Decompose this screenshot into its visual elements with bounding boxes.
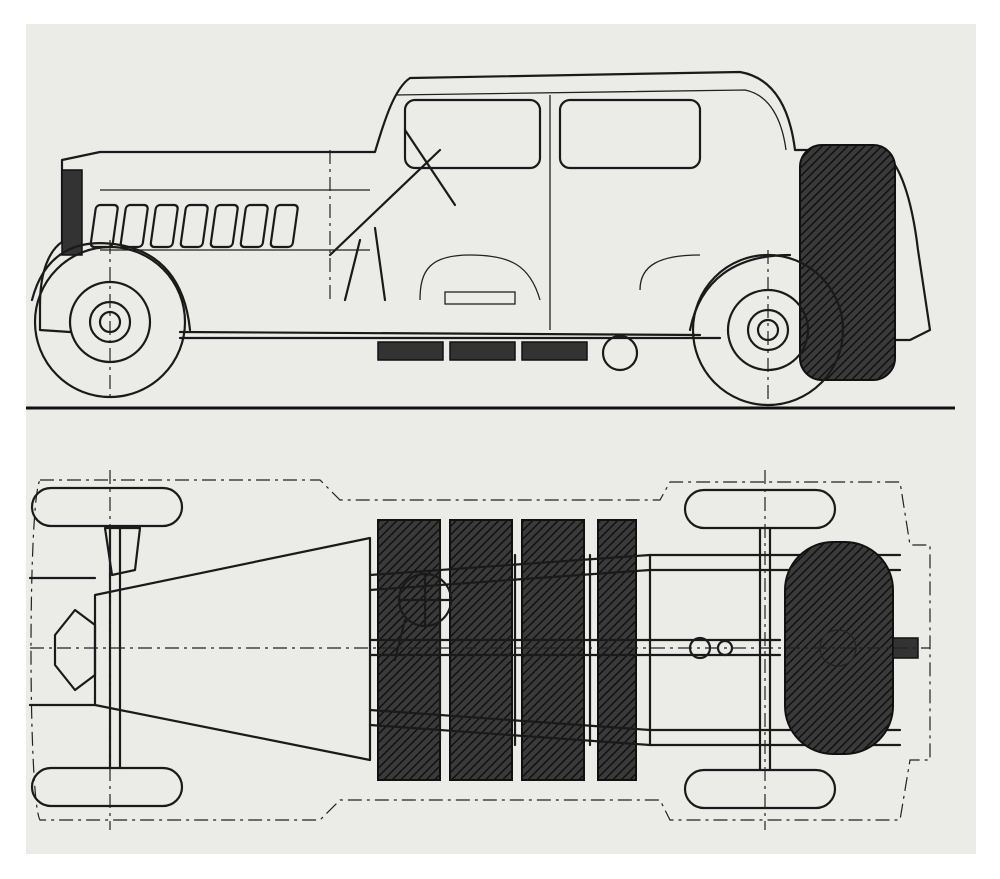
front-window — [403, 98, 542, 170]
rear-fender — [688, 253, 792, 332]
plan-front-right-tire — [30, 766, 184, 808]
front-fender — [30, 242, 192, 332]
rear-window — [558, 98, 702, 170]
side-elevation-view — [26, 70, 955, 410]
plan-steering-wheel — [393, 572, 453, 662]
plan-rear-left-tire — [683, 488, 837, 530]
plan-rear-right-tire — [683, 768, 837, 810]
front-seat — [419, 254, 541, 301]
plan-body-outline — [30, 479, 931, 821]
rear-seat — [639, 254, 701, 291]
radiator-grille — [61, 169, 83, 256]
differential — [601, 334, 639, 372]
rear-spare-tank — [799, 144, 896, 381]
plan-front-left-tire — [30, 486, 184, 528]
side-battery-boxes — [377, 341, 588, 361]
plan-hood — [93, 536, 372, 762]
car-body-outline — [38, 70, 932, 342]
plan-battery-boxes — [377, 519, 637, 781]
steering-column — [328, 148, 442, 257]
plan-view — [28, 470, 931, 830]
hood-louvers — [89, 203, 299, 249]
